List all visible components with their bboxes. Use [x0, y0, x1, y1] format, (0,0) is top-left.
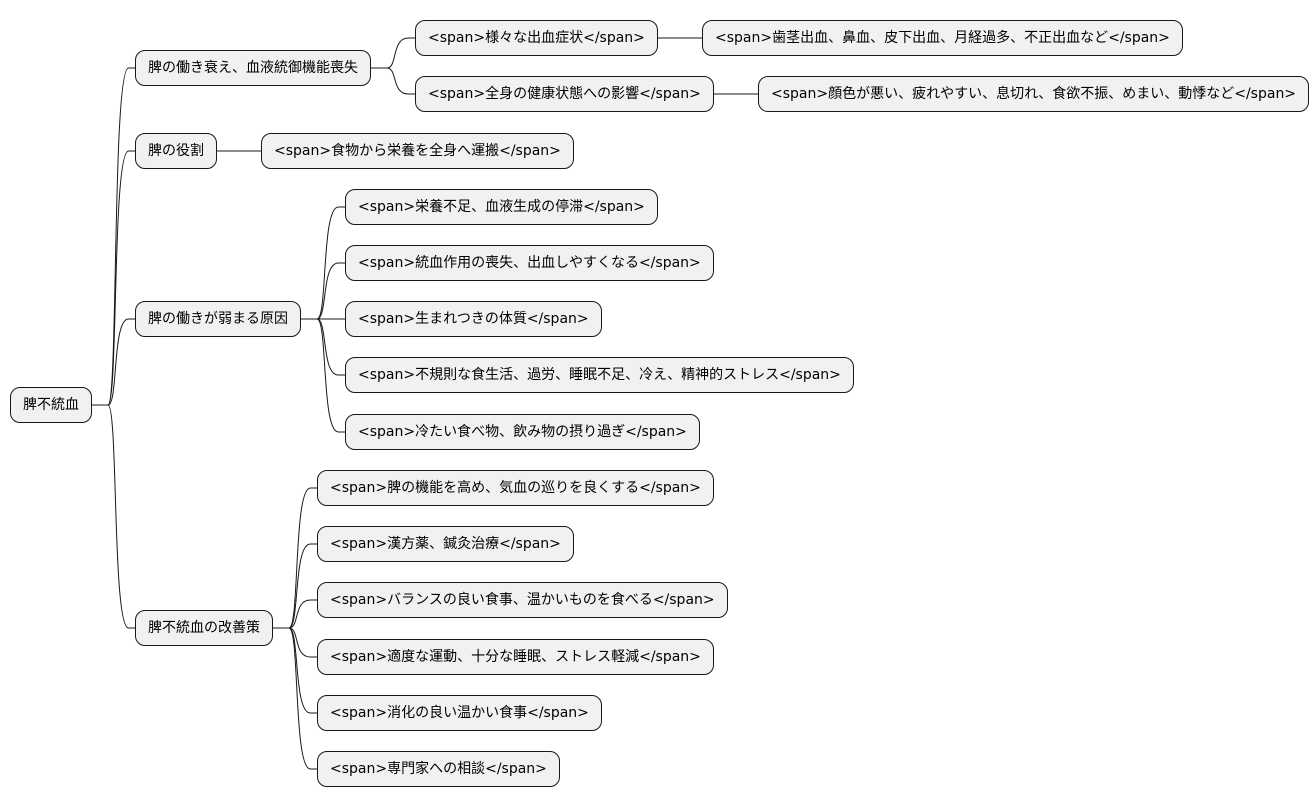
leaf-node-remedy-diet: <span>バランスの良い食事、温かいものを食べる</span> [317, 582, 728, 618]
leaf-node-remedy-consult: <span>専門家への相談</span> [317, 751, 560, 787]
root-node: 脾不統血 [10, 387, 92, 423]
connector-b0-b0c1 [371, 67, 415, 95]
connector-b2-b2c4 [301, 318, 345, 433]
connector-b3-b3c3 [273, 627, 317, 658]
leaf-node-health-examples: <span>顔色が悪い、疲れやすい、息切れ、食欲不振、めまい、動悸など</spa… [758, 76, 1310, 112]
connector-b0-b0c0 [371, 37, 415, 69]
leaf-node-cause-lifestyle: <span>不規則な食生活、過労、睡眠不足、冷え、精神的ストレス</span> [345, 357, 854, 393]
connector-b3-b3c2 [273, 599, 317, 629]
branch-node-spleen-decline: 脾の働き衰え、血液統御機能喪失 [135, 50, 371, 86]
connector-b3-b3c0 [273, 487, 317, 629]
leaf-node-remedy-digestion: <span>消化の良い温かい食事</span> [317, 695, 602, 731]
leaf-node-remedy-spleen-function: <span>脾の機能を高め、気血の巡りを良くする</span> [317, 470, 714, 506]
connector-root-b0 [92, 67, 135, 406]
leaf-node-cause-nutrition: <span>栄養不足、血液生成の停滞</span> [345, 189, 658, 225]
connector-b2-b2c0 [301, 206, 345, 320]
connector-b2-b2c1 [301, 262, 345, 320]
branch-node-causes: 脾の働きが弱まる原因 [135, 301, 301, 337]
branch-node-spleen-role: 脾の役割 [135, 133, 217, 169]
leaf-node-cause-bleeding: <span>統血作用の喪失、出血しやすくなる</span> [345, 245, 714, 281]
connector-b3-b3c5 [273, 627, 317, 770]
leaf-node-bleeding-examples: <span>歯茎出血、鼻血、皮下出血、月経過多、不正出血など</span> [702, 20, 1183, 56]
leaf-node-bleeding-symptoms: <span>様々な出血症状</span> [415, 20, 658, 56]
connector-b2-b2c3 [301, 318, 345, 376]
connector-root-b2 [92, 318, 135, 406]
leaf-node-health-effects: <span>全身の健康状態への影響</span> [415, 76, 714, 112]
leaf-node-cause-constitution: <span>生まれつきの体質</span> [345, 301, 602, 337]
leaf-node-remedy-herbal: <span>漢方薬、鍼灸治療</span> [317, 526, 574, 562]
connector-root-b1 [92, 150, 135, 406]
leaf-node-remedy-exercise: <span>適度な運動、十分な睡眠、ストレス軽減</span> [317, 639, 714, 675]
connector-b3-b3c1 [273, 543, 317, 629]
connector-b3-b3c4 [273, 627, 317, 714]
branch-node-remedies: 脾不統血の改善策 [135, 610, 273, 646]
leaf-node-cause-cold-food: <span>冷たい食べ物、飲み物の摂り過ぎ</span> [345, 414, 700, 450]
connector-root-b3 [92, 404, 135, 629]
leaf-node-nutrient-transport: <span>食物から栄養を全身へ運搬</span> [261, 133, 574, 169]
